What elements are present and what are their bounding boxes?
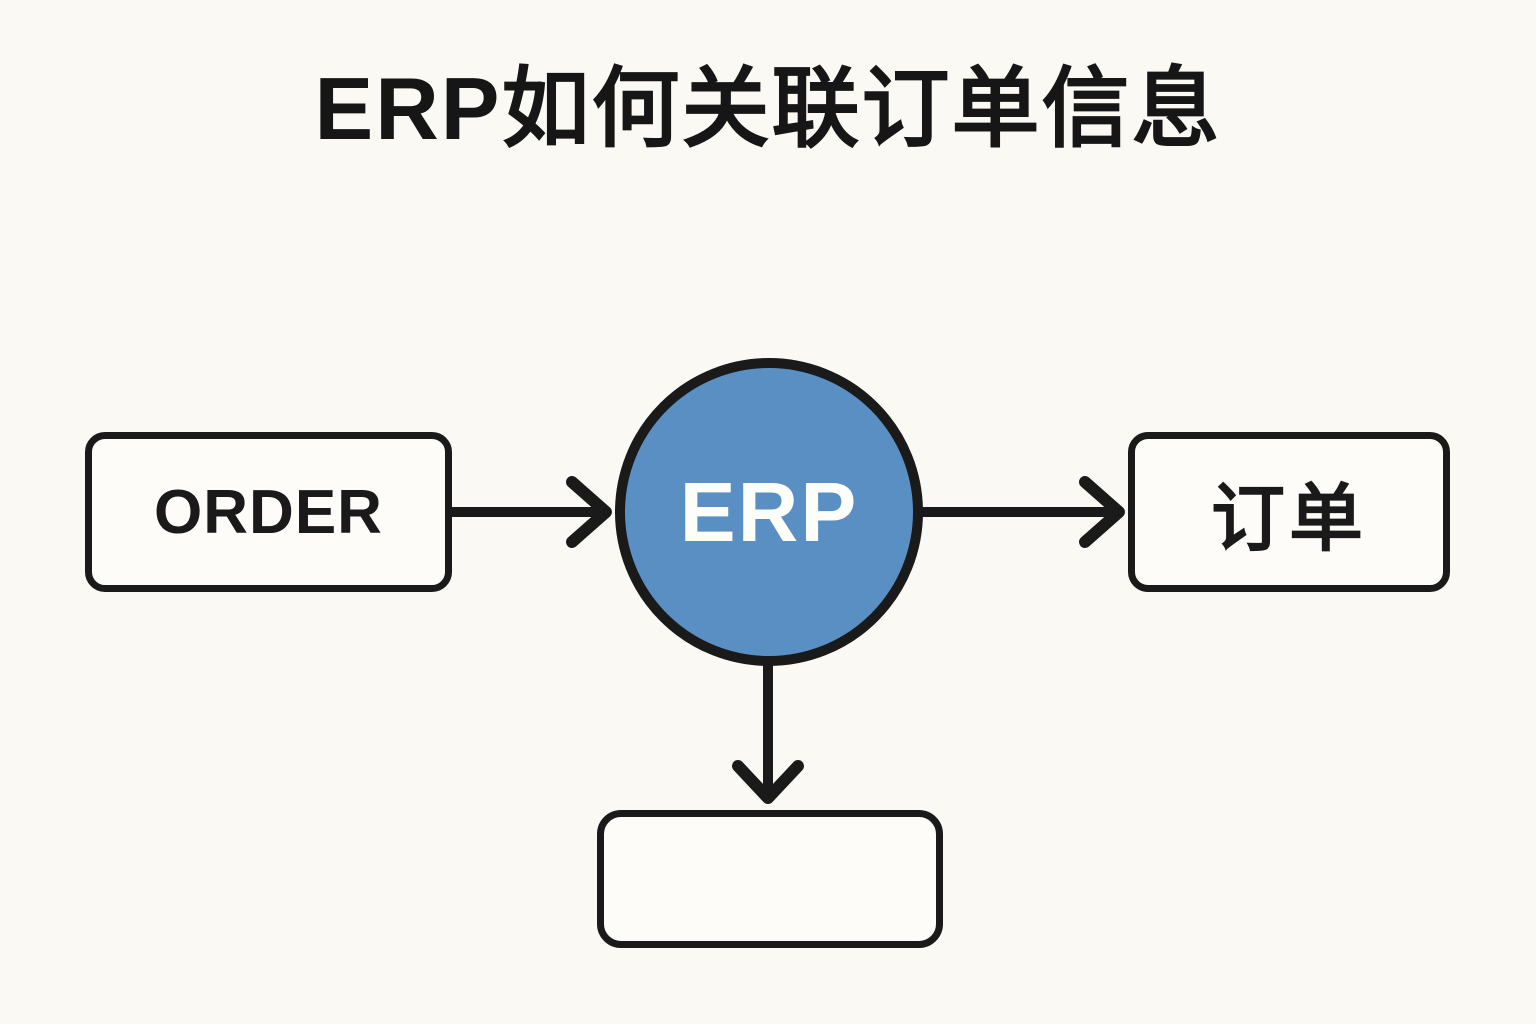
page-title: ERP如何关联订单信息: [314, 59, 1222, 158]
node-order-label: ORDER: [154, 477, 383, 547]
node-dingdan-label: 订单: [1211, 476, 1367, 560]
arrow-erp-to-dingdan: [921, 476, 1125, 548]
node-erp: ERP: [615, 358, 923, 666]
node-empty: [597, 810, 943, 948]
node-dingdan: 订单: [1128, 432, 1450, 592]
arrow-erp-to-empty: [732, 663, 804, 804]
node-erp-label: ERP: [679, 464, 859, 559]
arrow-order-to-erp: [452, 476, 612, 548]
node-order: ORDER: [85, 432, 452, 592]
